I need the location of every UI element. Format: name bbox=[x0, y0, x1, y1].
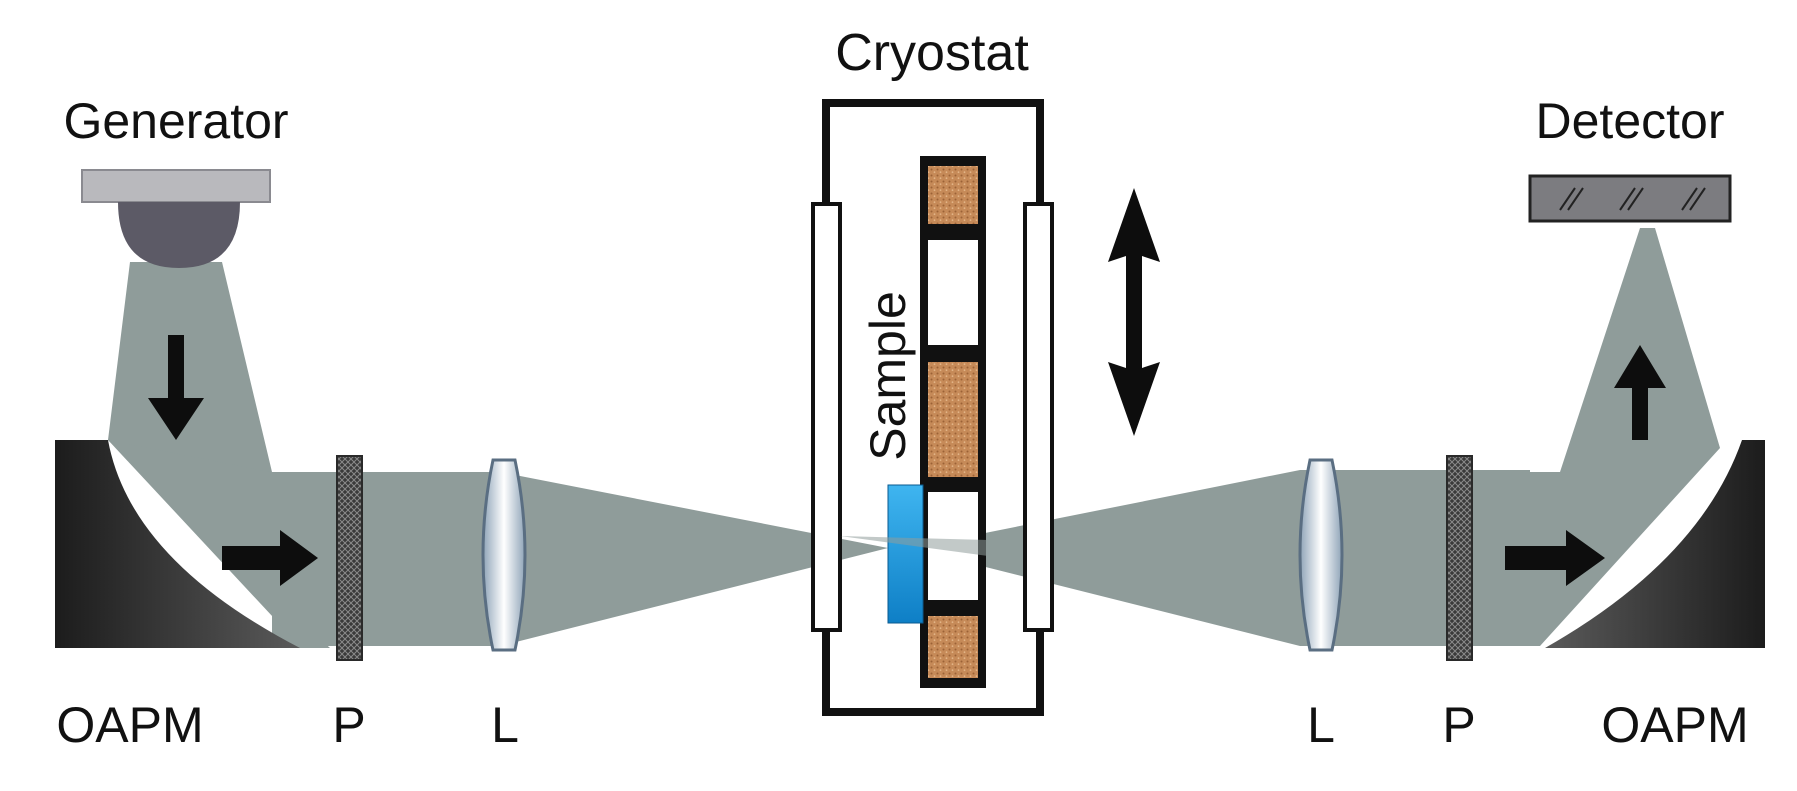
lens-left bbox=[481, 458, 527, 652]
arrow-up-icon bbox=[1614, 345, 1666, 440]
holder-cork-1 bbox=[928, 166, 978, 224]
cryostat-window-right bbox=[1023, 202, 1054, 632]
arrow-right-right-icon bbox=[1505, 530, 1605, 586]
generator-plate bbox=[81, 169, 271, 203]
lens-right bbox=[1298, 458, 1344, 652]
beam-left-vertical bbox=[108, 262, 330, 648]
generator-label: Generator bbox=[63, 93, 288, 149]
double-arrow-vertical-icon bbox=[1108, 188, 1160, 436]
oapm-right-mirror bbox=[1545, 440, 1765, 648]
detector-hatch-marks bbox=[1559, 187, 1706, 211]
holder-window-1 bbox=[928, 240, 978, 345]
polarizer-left bbox=[336, 455, 363, 661]
cryostat-top-frame bbox=[822, 99, 1044, 204]
beam-focus bbox=[840, 536, 988, 556]
arrow-right-left-icon bbox=[222, 530, 318, 586]
sample-slab bbox=[887, 484, 924, 624]
lens-left-label: L bbox=[491, 697, 519, 753]
cryostat-bottom-frame bbox=[822, 632, 1044, 716]
generator-dome bbox=[118, 202, 240, 268]
polarizer-right bbox=[1446, 455, 1473, 661]
oapm-left-label: OAPM bbox=[56, 697, 203, 753]
lens-right-label: L bbox=[1307, 697, 1335, 753]
holder-cork-3 bbox=[928, 616, 978, 678]
oapm-right-label: OAPM bbox=[1601, 697, 1748, 753]
polarizer-left-label: P bbox=[332, 697, 365, 753]
sample-label: Sample bbox=[860, 291, 916, 461]
cryostat-label: Cryostat bbox=[835, 24, 1029, 82]
detector-body bbox=[1528, 174, 1732, 223]
cryostat-window-left bbox=[811, 202, 842, 632]
beam-right-converge bbox=[910, 470, 1530, 646]
arrow-down-icon bbox=[148, 335, 204, 440]
polarizer-right-label: P bbox=[1442, 697, 1475, 753]
holder-cork-2 bbox=[928, 362, 978, 477]
beam-right-turn bbox=[1480, 228, 1720, 646]
detector-label: Detector bbox=[1536, 93, 1725, 149]
oapm-left-mirror bbox=[55, 440, 300, 648]
